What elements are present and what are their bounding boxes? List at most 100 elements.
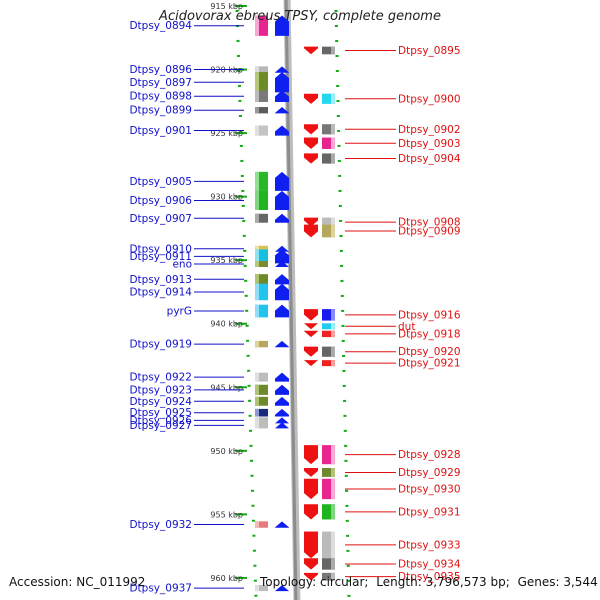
gene-label[interactable]: Dtpsy_0934 [398, 558, 461, 570]
gene-label[interactable]: Dtpsy_0903 [398, 138, 461, 150]
gene-label[interactable]: Dtpsy_0925 [129, 407, 192, 419]
gene-feature-highlight [331, 504, 335, 520]
gene-label[interactable]: Dtpsy_0929 [398, 467, 461, 479]
forward-strand-arrow [275, 384, 289, 395]
forward-strand-arrow [275, 107, 289, 114]
reverse-strand-arrow [304, 478, 318, 500]
gene-label[interactable]: Dtpsy_0907 [129, 213, 192, 225]
gene-label[interactable]: Dtpsy_0904 [398, 153, 461, 165]
gene-feature-box[interactable] [255, 66, 268, 73]
gene-feature-highlight [331, 531, 335, 559]
gene-feature-highlight [255, 274, 259, 285]
gene-label[interactable]: Dtpsy_0898 [129, 91, 192, 103]
gene-feature-highlight [255, 408, 259, 417]
scale-tick-label: 945 kbp [210, 383, 243, 392]
gene-feature-box[interactable] [322, 558, 335, 570]
gene-feature-box[interactable] [255, 90, 268, 102]
gene-feature-box[interactable] [255, 274, 268, 285]
forward-strand-arrow [275, 396, 289, 406]
gene-feature-box[interactable] [322, 46, 335, 55]
reverse-strand-arrow [304, 309, 318, 321]
gene-feature-box[interactable] [255, 408, 268, 417]
reverse-strand-arrow [304, 137, 318, 149]
reverse-strand-arrow [304, 467, 318, 477]
gene-feature-box[interactable] [322, 323, 335, 330]
gene-feature-box[interactable] [255, 396, 268, 406]
forward-strand-arrow [275, 15, 289, 36]
gene-label[interactable]: Dtpsy_0922 [129, 372, 192, 384]
gene-label[interactable]: Dtpsy_0911 [129, 251, 192, 263]
gene-feature-highlight [331, 124, 335, 135]
gene-feature-box[interactable] [322, 309, 335, 321]
gene-feature-box[interactable] [255, 372, 268, 382]
forward-strand-arrow [275, 304, 289, 318]
gene-label[interactable]: Dtpsy_0933 [398, 539, 461, 551]
gene-label[interactable]: Dtpsy_0909 [398, 225, 461, 237]
gene-feature-highlight [331, 467, 335, 477]
gene-label[interactable]: Dtpsy_0914 [129, 286, 192, 298]
gene-label[interactable]: Dtpsy_0899 [129, 105, 192, 117]
forward-strand-arrow [275, 340, 289, 348]
gene-label[interactable]: Dtpsy_0930 [398, 483, 461, 495]
gene-feature-box[interactable] [255, 125, 268, 136]
accession-info: Accession: NC_011992 [9, 575, 145, 589]
gene-label[interactable]: Dtpsy_0928 [398, 449, 461, 461]
gene-label[interactable]: Dtpsy_0910 [129, 243, 192, 255]
gene-label[interactable]: Dtpsy_0932 [129, 519, 192, 531]
gene-feature-box[interactable] [255, 213, 268, 223]
gene-label[interactable]: Dtpsy_0921 [398, 358, 461, 370]
gene-feature-highlight [255, 417, 259, 424]
gene-label[interactable]: Dtpsy_0927 [129, 420, 192, 432]
gene-label[interactable]: Dtpsy_0920 [398, 346, 461, 358]
gene-label[interactable]: Dtpsy_0895 [398, 45, 461, 57]
gene-label[interactable]: dut [398, 321, 415, 333]
gene-feature-box[interactable] [322, 330, 335, 338]
gene-feature-box[interactable] [255, 585, 268, 592]
gene-feature-box[interactable] [322, 467, 335, 477]
forward-strand-arrow [275, 372, 289, 382]
reverse-strand-arrow [304, 323, 318, 330]
gene-feature-box[interactable] [255, 422, 268, 429]
gene-label[interactable]: Dtpsy_0937 [129, 583, 192, 595]
gene-feature-box[interactable] [255, 261, 268, 268]
gene-label[interactable]: Dtpsy_0926 [129, 415, 192, 427]
gene-feature-box[interactable] [255, 107, 268, 114]
reverse-strand-arrow [304, 445, 318, 465]
gene-label[interactable]: Dtpsy_0918 [398, 328, 461, 340]
gene-label[interactable]: Dtpsy_0924 [129, 396, 192, 408]
gene-label[interactable]: pyrG [167, 306, 192, 318]
gene-label[interactable]: Dtpsy_0916 [398, 309, 461, 321]
gene-feature-box[interactable] [322, 93, 335, 104]
gene-label[interactable]: Dtpsy_0897 [129, 77, 192, 89]
gene-label[interactable]: Dtpsy_0931 [398, 506, 461, 518]
gene-label[interactable]: Dtpsy_0896 [129, 64, 192, 76]
gene-label[interactable]: Dtpsy_0919 [129, 339, 192, 351]
gene-feature-highlight [255, 171, 259, 191]
gene-feature-box[interactable] [255, 384, 268, 395]
gene-label[interactable]: Dtpsy_0935 [398, 571, 461, 583]
gene-label[interactable]: Dtpsy_0923 [129, 384, 192, 396]
gene-feature-box[interactable] [322, 137, 335, 149]
gene-feature-box[interactable] [322, 346, 335, 357]
gene-feature-box[interactable] [322, 572, 335, 581]
gene-label[interactable]: Dtpsy_0902 [398, 124, 461, 136]
gene-feature-box[interactable] [322, 153, 335, 164]
gene-label[interactable]: Dtpsy_0901 [129, 125, 192, 137]
gene-feature-box[interactable] [255, 340, 268, 348]
gene-label[interactable]: eno [172, 259, 192, 271]
scale-tick-label: 935 kbp [210, 256, 243, 265]
gene-feature-box[interactable] [322, 360, 335, 367]
gene-feature-box[interactable] [255, 245, 268, 252]
forward-strand-arrow [275, 66, 289, 73]
forward-strand-arrow [275, 585, 289, 592]
gene-feature-box[interactable] [322, 124, 335, 135]
gene-label[interactable]: Dtpsy_0913 [129, 274, 192, 286]
gene-feature-box[interactable] [255, 417, 268, 424]
gene-feature-box[interactable] [255, 521, 268, 528]
gene-label[interactable]: Dtpsy_0906 [129, 195, 192, 207]
gene-label[interactable]: Dtpsy_0908 [398, 217, 461, 229]
gene-label[interactable]: Dtpsy_0905 [129, 176, 192, 188]
gene-feature-box[interactable] [322, 217, 335, 227]
gene-label[interactable]: Dtpsy_0900 [398, 93, 461, 105]
gene-label[interactable]: Dtpsy_0894 [129, 20, 192, 32]
